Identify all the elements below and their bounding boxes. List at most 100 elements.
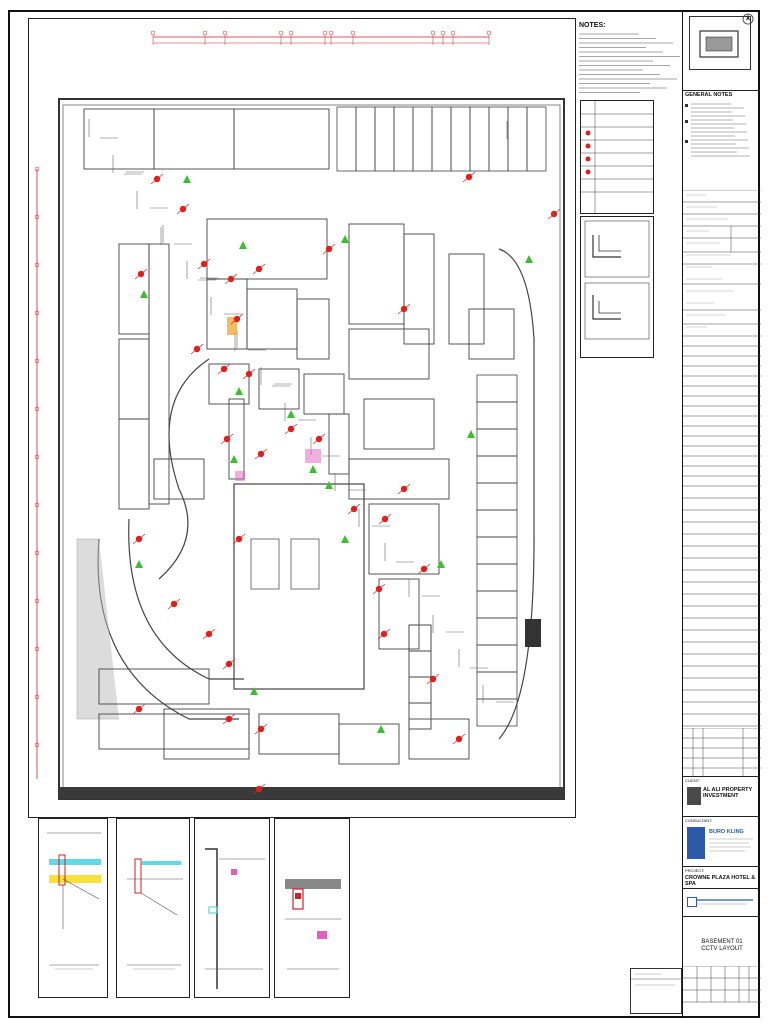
red-camera-icon xyxy=(462,171,476,183)
right-ramp-curve xyxy=(498,248,535,740)
red-camera-icon xyxy=(220,433,234,445)
right-ramp-block xyxy=(525,619,541,647)
ramp-curve-inner xyxy=(128,518,244,680)
title-block: GENERAL NOTES CLIENT: AL ALI PROPERTY IN… xyxy=(682,10,761,1018)
red-camera-icon xyxy=(547,208,561,220)
detail-panel-1 xyxy=(38,818,108,998)
top-dimension-line xyxy=(153,36,489,44)
key-plan xyxy=(689,16,751,70)
project-section: PROJECT: CROWNE PLAZA HOTEL & SPA xyxy=(683,866,760,888)
client-name: AL ALI PROPERTY INVESTMENT xyxy=(703,787,753,799)
general-notes-heading: GENERAL NOTES xyxy=(685,92,733,98)
revision-table xyxy=(683,728,761,776)
red-camera-icon xyxy=(397,303,411,315)
parking-bays-top xyxy=(336,106,547,172)
red-camera-icon xyxy=(417,563,431,575)
green-camera-icon xyxy=(235,387,243,395)
green-camera-icon xyxy=(341,235,349,243)
red-camera-icon xyxy=(190,343,204,355)
red-camera-icon xyxy=(150,173,164,185)
interior-rooms xyxy=(83,108,515,765)
green-camera-icon xyxy=(135,560,143,568)
curved-wall xyxy=(158,358,210,580)
contractor-section xyxy=(683,888,760,916)
consultant-name: BURO KLING xyxy=(709,829,744,835)
drawing-title-line2: CCTV LAYOUT xyxy=(701,946,743,952)
project-label: PROJECT: xyxy=(685,868,705,873)
client-logo-icon xyxy=(687,787,701,805)
consultant-logo-icon xyxy=(687,827,705,859)
red-camera-icon xyxy=(222,713,236,725)
notes-heading: NOTES: xyxy=(579,22,606,29)
green-camera-icon xyxy=(341,535,349,543)
consultant-label: CONSULTANT: xyxy=(685,818,713,823)
red-camera-icon xyxy=(254,448,268,460)
red-camera-icon xyxy=(217,363,231,375)
red-camera-icon xyxy=(167,598,181,610)
red-camera-icon xyxy=(224,273,238,285)
contractor-logo-icon xyxy=(687,897,697,907)
red-camera-icon xyxy=(202,628,216,640)
ramp-curve-outer xyxy=(97,538,239,720)
green-camera-icon xyxy=(467,430,475,438)
floor-plan-drawing xyxy=(34,30,565,800)
bottom-wall-band xyxy=(59,787,564,799)
floor-plan-area xyxy=(28,18,576,818)
client-label: CLIENT: xyxy=(685,778,700,783)
red-camera-icon xyxy=(132,703,146,715)
green-camera-icon xyxy=(140,290,148,298)
central-hall xyxy=(233,483,365,690)
drawing-sheet-border xyxy=(8,10,760,1018)
symbol-legend-box xyxy=(580,216,654,358)
project-name: CROWNE PLAZA HOTEL & SPA xyxy=(685,875,756,887)
notes-column: NOTES: xyxy=(576,18,682,818)
green-camera-icon xyxy=(239,241,247,249)
drawing-title-section: BASEMENT 01 CCTV LAYOUT xyxy=(683,916,760,966)
title-block-info-rows xyxy=(683,190,761,727)
drawing-title-line1: BASEMENT 01 xyxy=(701,939,743,945)
red-camera-icon xyxy=(176,203,190,215)
green-camera-icon xyxy=(325,481,333,489)
notes-text-lines xyxy=(579,33,680,93)
red-camera-icon xyxy=(254,723,268,735)
detail-panel-4 xyxy=(274,818,350,998)
red-camera-icon xyxy=(452,733,466,745)
cctv-camera-markers xyxy=(132,171,561,795)
red-camera-icon xyxy=(284,423,298,435)
ramp-hatch xyxy=(76,538,119,720)
north-arrow-icon xyxy=(742,13,754,25)
green-camera-icon xyxy=(377,725,385,733)
red-camera-icon xyxy=(377,628,391,640)
red-camera-icon xyxy=(232,533,246,545)
red-camera-icon xyxy=(312,433,326,445)
red-camera-icon xyxy=(132,533,146,545)
red-camera-icon xyxy=(397,483,411,495)
red-camera-icon xyxy=(322,243,336,255)
green-camera-icon xyxy=(230,455,238,463)
signoff-box xyxy=(630,968,683,1014)
green-camera-icon xyxy=(309,465,317,473)
client-section: CLIENT: AL ALI PROPERTY INVESTMENT xyxy=(683,776,760,816)
red-camera-icon xyxy=(347,503,361,515)
green-camera-icon xyxy=(437,560,445,568)
consultant-section: CONSULTANT: BURO KLING xyxy=(683,816,760,866)
red-camera-icon xyxy=(242,368,256,380)
red-camera-icon xyxy=(378,513,392,525)
red-camera-icon xyxy=(197,258,211,270)
detail-panel-2 xyxy=(116,818,190,998)
green-camera-icon xyxy=(250,687,258,695)
red-camera-icon xyxy=(372,583,386,595)
legend-table xyxy=(580,100,654,214)
detail-panel-3 xyxy=(194,818,270,998)
green-camera-icon xyxy=(287,410,295,418)
red-camera-icon xyxy=(426,673,440,685)
red-camera-icon xyxy=(252,783,266,795)
green-camera-icon xyxy=(183,175,191,183)
green-camera-icon xyxy=(525,255,533,263)
parking-bays-right xyxy=(408,374,518,730)
red-camera-icon xyxy=(134,268,148,280)
red-camera-icon xyxy=(230,313,244,325)
red-camera-icon xyxy=(222,658,236,670)
drawing-number-grid xyxy=(683,966,761,1018)
red-camera-icon xyxy=(252,263,266,275)
